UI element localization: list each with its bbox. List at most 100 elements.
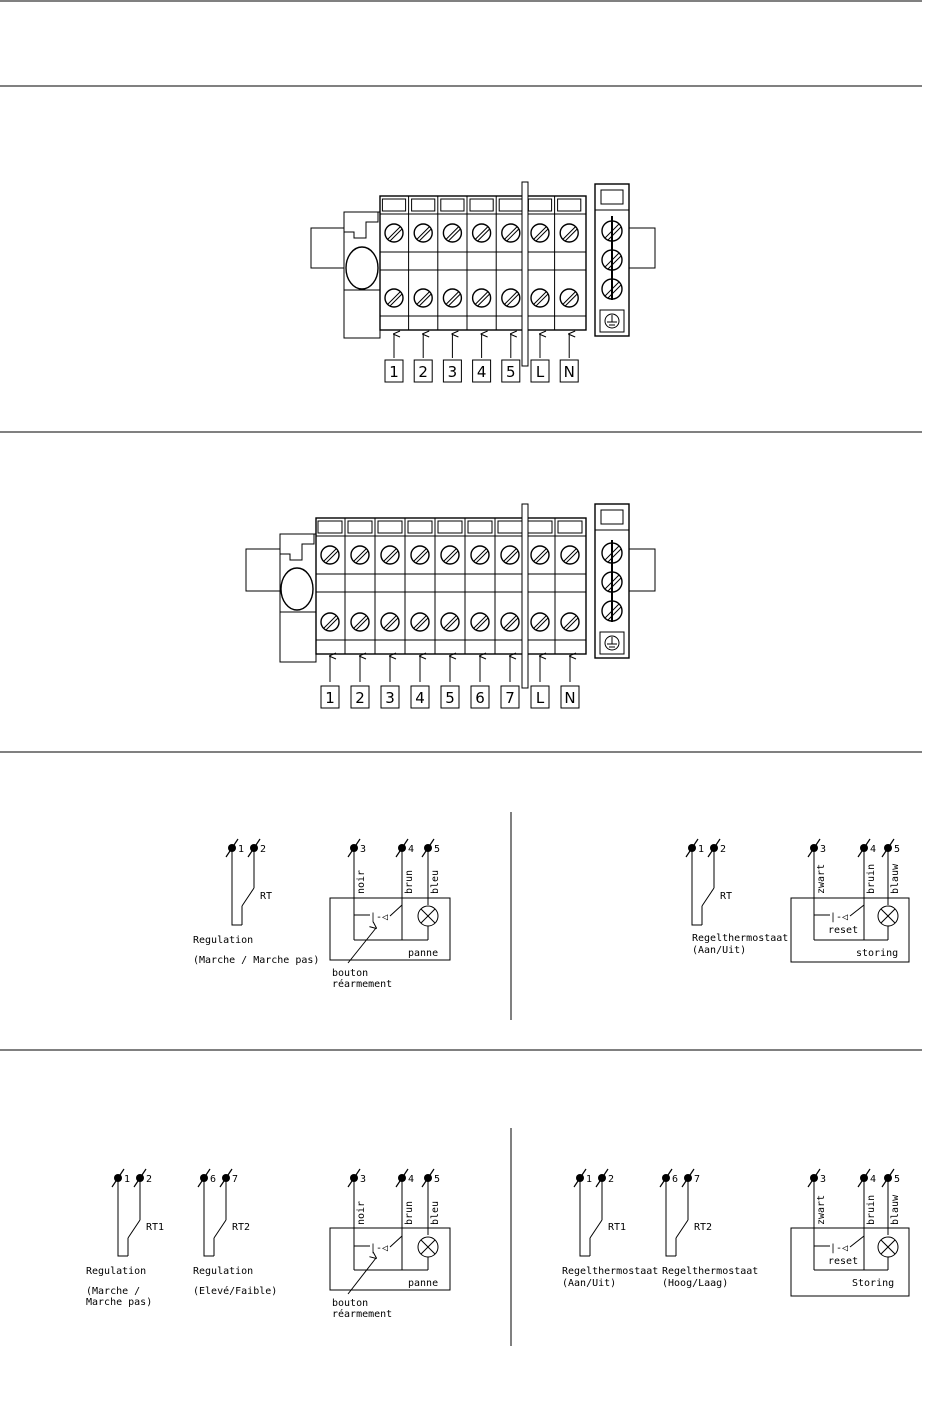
terminal-label: N [564,363,575,381]
regulation-mode-label: (Aan/Uit) [692,945,746,956]
regulation-2-label: Regelthermostaat [662,1266,758,1277]
lamp-label: Storing [852,1278,894,1289]
rt-label: RT [720,891,732,902]
rt1-label: RT1 [146,1222,164,1233]
rt1-label: RT1 [608,1222,626,1233]
terminal-1-label: 1 [586,1174,592,1185]
terminal-label-box [384,359,404,383]
terminal-screw-icon [442,223,463,243]
terminal-5-label: 5 [434,844,440,855]
terminal-label: 5 [445,689,455,707]
wire-bruin-label: bruin [866,1195,877,1225]
terminal-label: 2 [355,689,365,707]
terminal-screw-icon [384,223,404,243]
terminal-screw-icon [530,545,550,565]
terminal-screw-icon [320,612,340,632]
terminal-screw-icon [413,288,433,308]
regulation-1-mode-label: (Marche / [86,1286,140,1297]
terminal-label-box [442,359,462,383]
wire-blauw-label: blauw [890,1194,901,1225]
terminal-screw-icon [442,288,463,308]
lamp-label: storing [856,948,898,959]
terminal-label: N [564,689,575,707]
terminal-screw-icon [500,545,520,565]
regulation-mode-label: (Marche / Marche pas) [193,955,319,966]
terminal-4-label: 4 [408,844,414,855]
terminal-screw-icon [471,288,492,308]
wire-blauw-label: blauw [890,863,901,894]
wire-bruin-label: bruin [866,864,877,894]
terminal-3-label: 3 [360,844,366,855]
terminal-screw-icon [530,288,550,308]
terminal-screw-icon [471,223,492,243]
terminal-5-label: 5 [894,844,900,855]
regulation-2-mode-label: (Elevé/Faible) [193,1285,277,1297]
terminal-label-box [530,685,550,709]
terminal-5-label: 5 [894,1174,900,1185]
terminal-2-label: 2 [260,844,266,855]
terminal-2-label: 2 [720,844,726,855]
panel-fr-double: 1 2 RT1 Regulation (Marche / Marche pas)… [86,1168,451,1320]
svg-text:|-◁: |-◁ [370,1243,388,1254]
terminal-screw-icon [410,545,430,565]
terminal-label-box [320,685,340,709]
wire-noir-label: noir [356,1201,367,1225]
terminal-screw-icon [501,223,521,243]
regulation-1-mode-label: (Aan/Uit) [562,1278,616,1289]
rt2-label: RT2 [232,1222,250,1233]
wire-brun-label: brun [404,870,415,894]
terminal-3-label: 3 [820,1174,826,1185]
terminal-label: L [536,363,545,381]
terminal-4-label: 4 [408,1174,414,1185]
regulation-2-label: Regulation [193,1266,253,1277]
reset-button-label-2: réarmement [332,978,392,990]
rt-label: RT [260,891,272,902]
terminal-4-label: 4 [870,1174,876,1185]
lamp-label: panne [408,1278,438,1289]
regulation-1-mode-label-2: Marche pas) [86,1297,152,1308]
regulation-2-mode-label: (Hoog/Laag) [662,1278,728,1289]
terminal-label: 4 [415,689,425,707]
reset-button-label-2: réarmement [332,1308,392,1320]
terminal-screw-icon [380,612,400,632]
terminal-label-box [470,685,490,709]
wire-zwart-label: zwart [816,864,827,894]
terminal-screw-icon [559,288,579,308]
svg-text:|-◁: |-◁ [830,1243,848,1254]
terminal-screw-icon [530,223,550,243]
terminal-label: 1 [325,689,335,707]
terminal-label: 3 [448,363,458,381]
wire-bleu-label: bleu [430,1201,441,1225]
terminal-label-box [501,359,521,383]
wire-brun-label: brun [404,1201,415,1225]
terminal-screw-icon [559,223,579,243]
terminal-screw-icon [440,612,460,632]
rt2-label: RT2 [694,1222,712,1233]
wire-bleu-label: bleu [430,870,441,894]
terminal-screw-icon [384,288,404,308]
panel-fr-simple: 1 2 RT Regulation (Marche / Marche pas) … [193,838,451,990]
terminal-6-label: 6 [672,1174,678,1185]
wire-zwart-label: zwart [816,1195,827,1225]
terminal-2-label: 2 [146,1174,152,1185]
terminal-label-box [440,685,460,709]
regulation-label: Regelthermostaat [692,933,788,944]
terminal-label: 3 [385,689,395,707]
terminal-label: 7 [505,689,515,707]
terminal-screw-icon [350,545,370,565]
terminal-screw-icon [560,612,580,632]
reset-label: reset [828,925,858,936]
terminal-label-box [472,359,492,383]
terminal-5-label: 5 [434,1174,440,1185]
reset-button-label: bouton [332,968,368,979]
regulation-1-label: Regelthermostaat [562,1266,658,1277]
terminal-label: 4 [477,363,487,381]
terminal-3-label: 3 [360,1174,366,1185]
terminal-label: 2 [418,363,428,381]
svg-text:|-◁: |-◁ [830,912,848,923]
terminal-label-box [350,685,370,709]
regulation-1-label: Regulation [86,1266,146,1277]
terminal-1-label: 1 [698,844,704,855]
